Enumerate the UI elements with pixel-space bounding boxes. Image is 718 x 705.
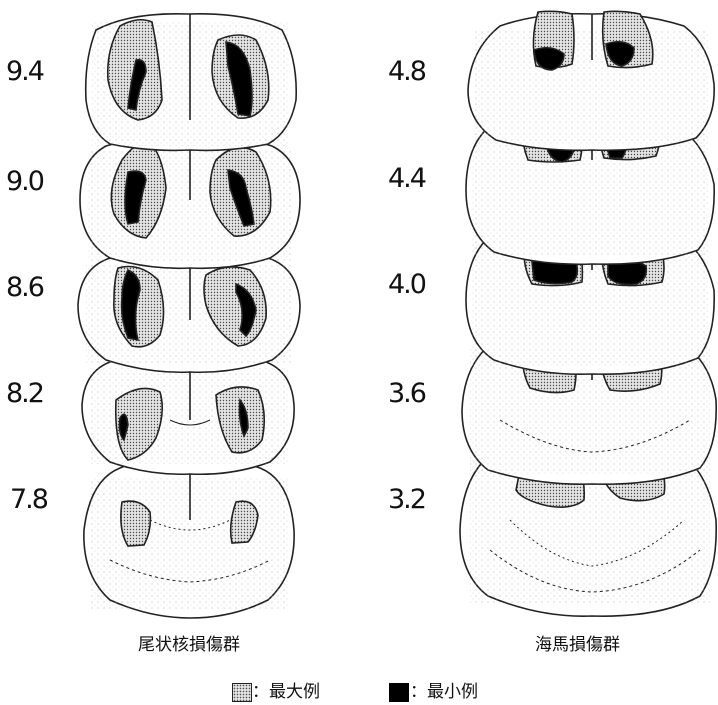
caudate-group-caption: 尾状核損傷群	[138, 637, 240, 654]
legend-min-swatch	[389, 683, 409, 702]
hippocampus-sections	[460, 11, 716, 616]
brain-section-left-2	[80, 136, 300, 268]
brain-section-left-5	[84, 460, 294, 618]
hippocampus-group-caption: 海馬損傷群	[535, 637, 620, 654]
caudate-sections	[78, 14, 300, 618]
brain-section-right-1	[468, 11, 714, 150]
brain-section-left-1	[86, 14, 297, 151]
legend-min-label: ：最小例	[410, 684, 478, 701]
legend-max-swatch	[232, 683, 252, 702]
legend-max-label: ：最大例	[252, 684, 320, 701]
